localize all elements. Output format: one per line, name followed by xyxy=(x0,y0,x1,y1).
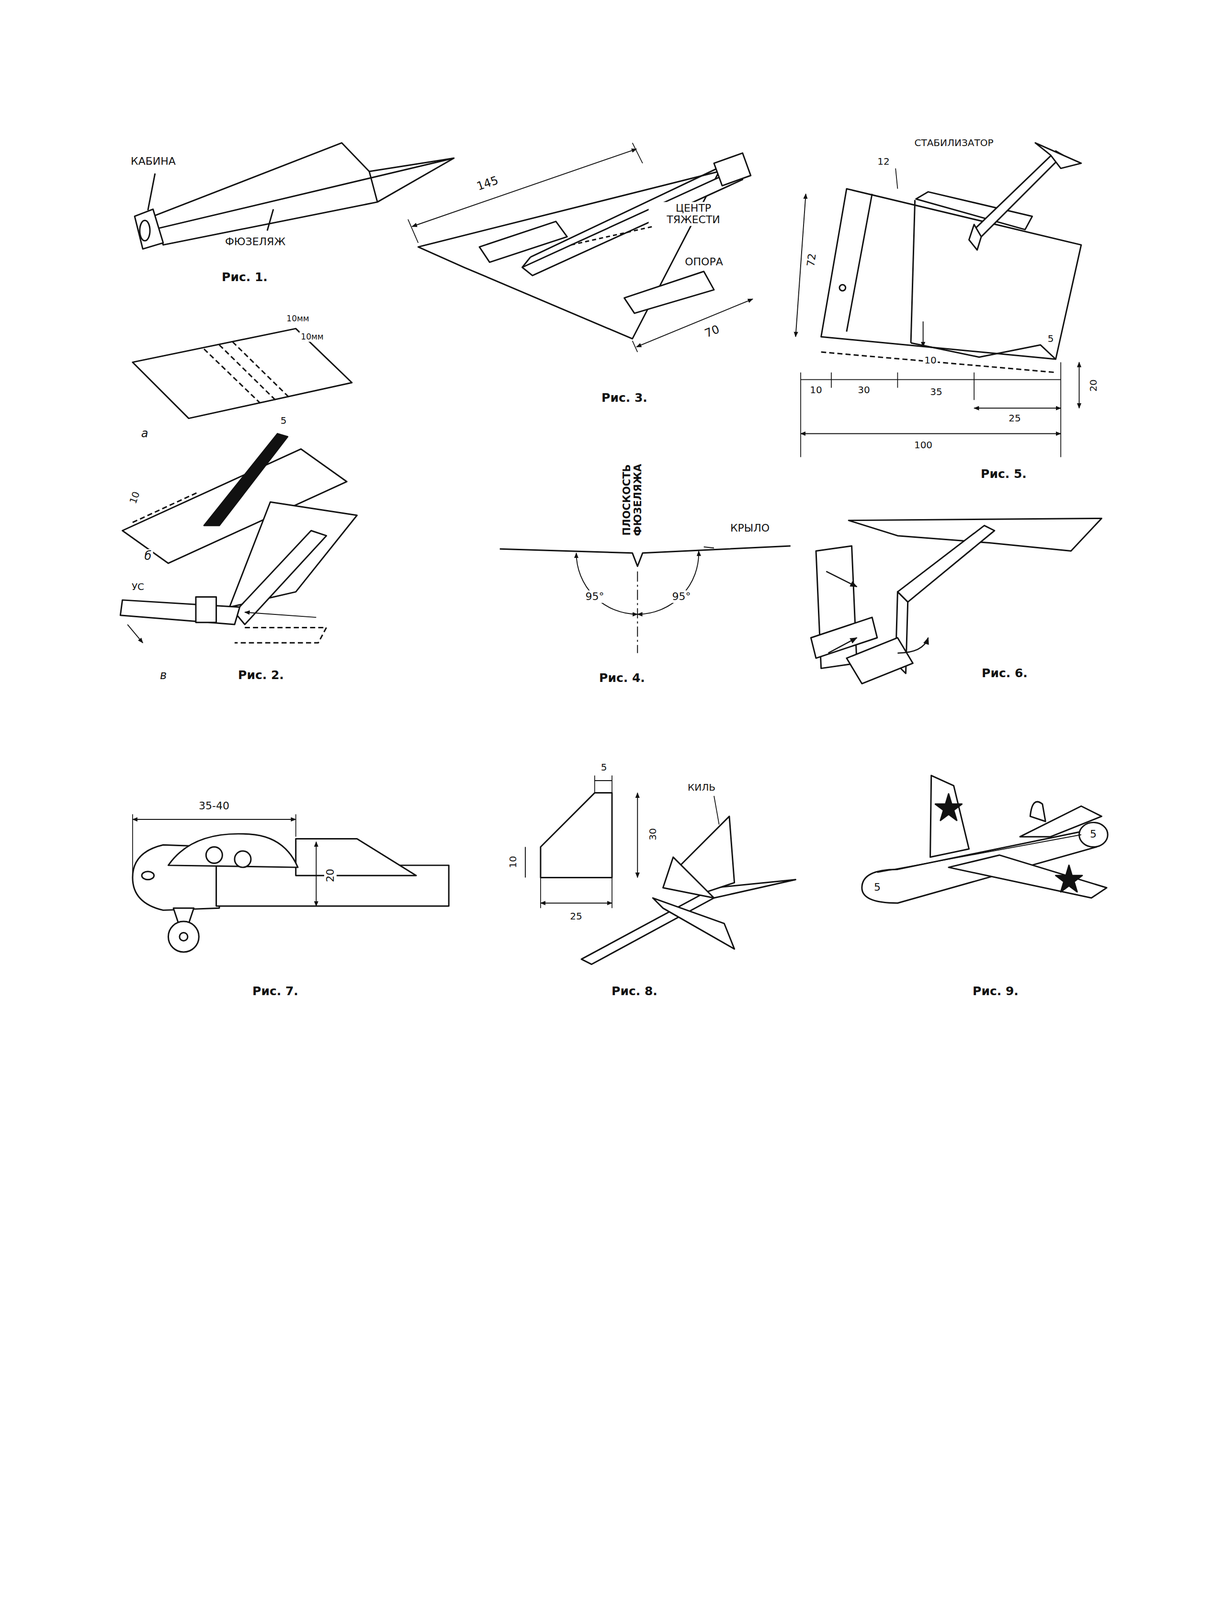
dimension: 5 xyxy=(279,414,289,427)
part-name: ФЮЗЕЛЯЖ xyxy=(223,235,287,249)
fig3-plane xyxy=(408,142,753,352)
fig7-cabin xyxy=(132,814,449,952)
part-name: КИЛЬ xyxy=(686,781,717,794)
dimension: 5 xyxy=(1046,332,1056,345)
dimension: 10 xyxy=(126,488,143,507)
dimension: 30 xyxy=(856,384,872,396)
part-name: СТАБИЛИЗАТОР xyxy=(912,136,995,149)
dimension: 35-40 xyxy=(197,799,231,813)
dimension: 70 xyxy=(701,321,724,341)
part-name: КАБИНА xyxy=(129,155,178,168)
part-name: ПЛОСКОСТЬ ФЮЗЕЛЯЖА xyxy=(621,457,645,543)
dimension: 25 xyxy=(568,910,584,922)
figure-caption: Рис. 2. xyxy=(236,668,286,683)
dimension: 35 xyxy=(928,385,944,398)
dimension: 20 xyxy=(324,867,337,884)
fig5-template xyxy=(795,142,1081,457)
dimension: 10мм xyxy=(284,313,311,324)
figure-caption: Рис. 6. xyxy=(980,666,1030,681)
fig9-glider xyxy=(861,775,1108,903)
fig4-wing-angle xyxy=(499,545,791,654)
dimension: 10 xyxy=(507,854,519,870)
part-name: ОПОРА xyxy=(683,255,725,269)
dimension: 25 xyxy=(1007,412,1022,424)
sub-figure-letter: в xyxy=(158,668,169,682)
plane-number: 5 xyxy=(872,881,883,894)
fig2-folding xyxy=(120,328,357,643)
figure-caption: Рис. 3. xyxy=(600,390,649,406)
angle-value: 95° xyxy=(584,590,606,603)
figure-caption: Рис. 5. xyxy=(979,466,1029,482)
figure-caption: Рис. 9. xyxy=(971,984,1020,999)
part-name: УС xyxy=(130,580,146,593)
angle-value: 95° xyxy=(670,590,693,603)
part-name: КРЫЛО xyxy=(728,521,771,535)
dimension: 100 xyxy=(912,439,934,451)
dimension: 72 xyxy=(804,250,820,269)
sub-figure-letter: а xyxy=(139,426,150,441)
figure-caption: Рис. 1. xyxy=(220,270,270,285)
part-name: ЦЕНТР ТЯЖЕСТИ xyxy=(648,202,739,227)
dimension: 12 xyxy=(875,155,891,168)
sub-figure-letter: б xyxy=(143,549,154,563)
dimension: 20 xyxy=(1087,377,1100,393)
fig8-fin xyxy=(525,775,796,964)
fig1-plane xyxy=(134,142,454,250)
figure-caption: Рис. 8. xyxy=(610,984,659,999)
fig6-tail-assembly xyxy=(810,518,1102,684)
dimension: 10 xyxy=(922,354,938,366)
figure-caption: Рис. 7. xyxy=(250,984,300,999)
dimension: 5 xyxy=(599,761,609,773)
dimension: 145 xyxy=(473,172,502,194)
dimension: 10 xyxy=(808,384,824,396)
plane-number: 5 xyxy=(1088,827,1099,841)
figure-caption: Рис. 4. xyxy=(597,670,647,686)
dimension: 10мм xyxy=(299,331,325,342)
dimension: 30 xyxy=(646,826,659,842)
